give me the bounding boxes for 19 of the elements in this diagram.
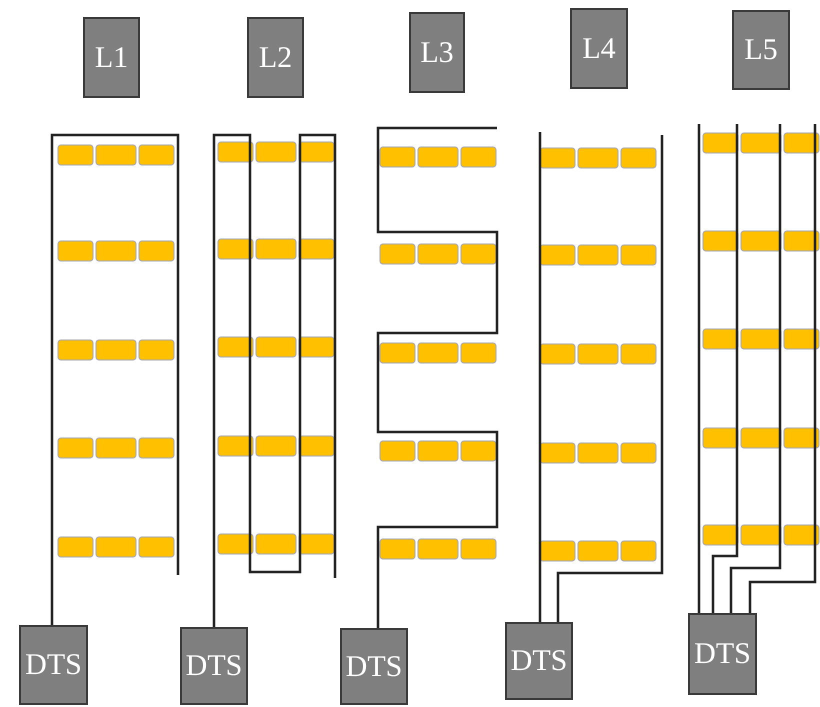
- cable-line: [556, 135, 664, 622]
- cable-line: [50, 134, 180, 625]
- layout-label-box: L2: [247, 17, 304, 98]
- cable-line: [376, 126, 498, 628]
- layout-label-box: L3: [409, 12, 465, 93]
- cable-line: [730, 124, 782, 613]
- dts-unit-box: DTS: [688, 613, 757, 695]
- cable-line: [698, 124, 700, 613]
- cable-line: [712, 124, 738, 613]
- layout-label-box: L1: [83, 17, 140, 98]
- cable-line: [748, 124, 816, 613]
- cable-line: [212, 134, 336, 627]
- cable-line: [538, 132, 542, 622]
- dts-unit-box: DTS: [505, 622, 573, 700]
- dts-unit-box: DTS: [180, 627, 248, 705]
- dts-unit-box: DTS: [340, 628, 408, 705]
- layout-label-box: L5: [732, 10, 790, 90]
- layout-label-box: L4: [570, 8, 628, 89]
- dts-unit-box: DTS: [19, 625, 88, 705]
